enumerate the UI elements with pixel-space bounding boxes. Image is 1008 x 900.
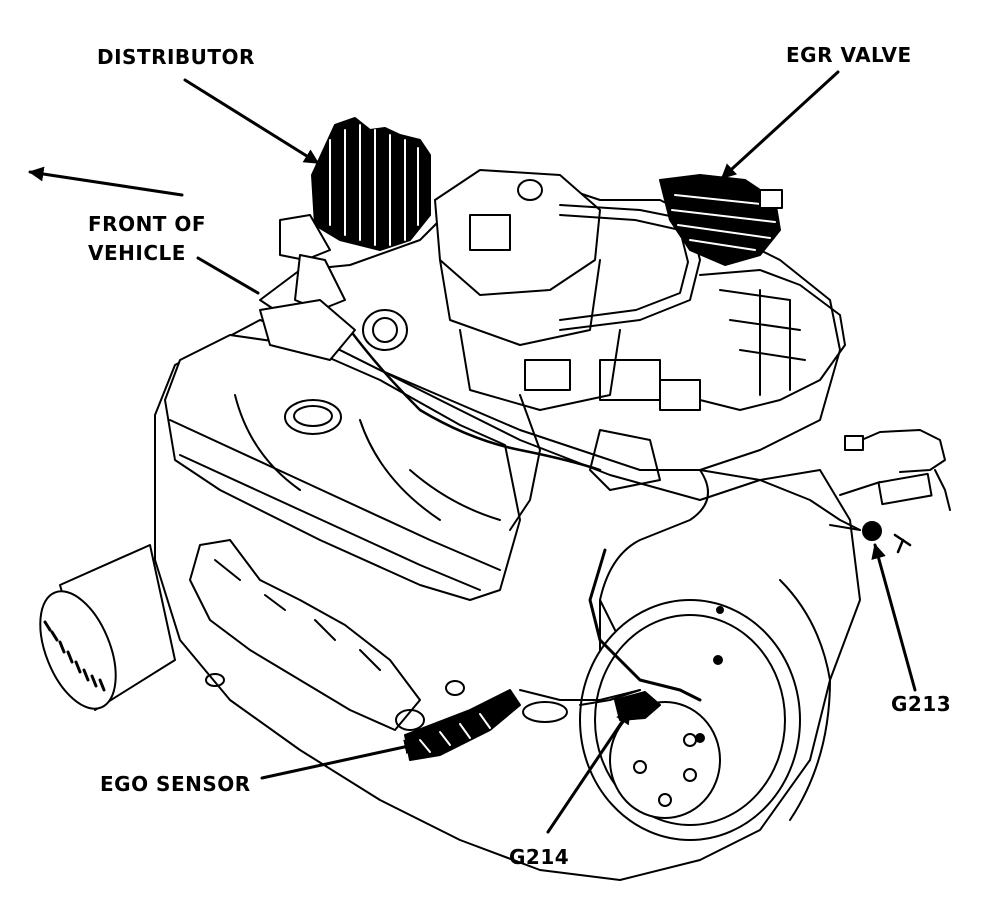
ego-sensor — [404, 689, 568, 761]
distributor-label: DISTRIBUTOR — [97, 45, 255, 69]
wiring-harness — [519, 429, 951, 706]
g214-label: G214 — [509, 845, 570, 869]
distributor — [259, 117, 431, 361]
front-of-vehicle-line1: FRONT OF — [88, 212, 207, 236]
ego-sensor-label: EGO SENSOR — [100, 772, 251, 796]
front-of-vehicle-label: FRONT OF VEHICLE — [88, 210, 206, 268]
pulley — [579, 579, 831, 841]
oil-filter — [39, 544, 176, 711]
callout-arrows — [28, 70, 917, 834]
front-of-vehicle-line2: VEHICLE — [88, 241, 186, 265]
egr-valve-label: EGR VALVE — [786, 43, 912, 67]
g213-ground — [829, 521, 912, 554]
g213-label: G213 — [891, 692, 952, 716]
